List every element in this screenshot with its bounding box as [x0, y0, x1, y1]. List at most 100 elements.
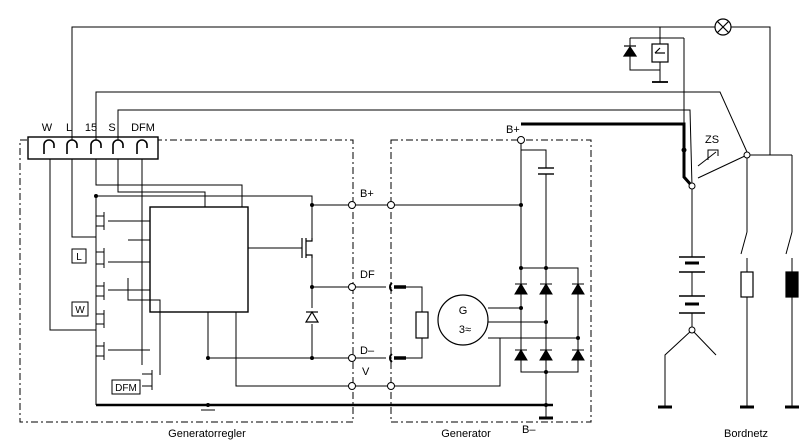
- load-heavy-resistor-icon: [785, 271, 799, 298]
- box-DFM-label: DFM: [115, 383, 137, 394]
- capacitor-icon: [538, 167, 554, 175]
- junction-dot: [310, 356, 314, 360]
- box-L: [71, 248, 87, 264]
- junction-dot: [544, 370, 548, 374]
- brush-df-icon: [389, 282, 393, 292]
- pin-15-icon: [90, 139, 102, 154]
- junction-dot: [310, 203, 314, 207]
- box-L-label: L: [76, 252, 82, 263]
- connector-housing: [27, 136, 159, 160]
- junction-dot: [519, 306, 523, 310]
- terminal-dminus-reg: [348, 354, 356, 362]
- junction-dot: [688, 326, 696, 334]
- field-winding-icon: [415, 311, 429, 339]
- ic-out-line: [127, 278, 150, 301]
- pin-W-icon: [43, 139, 55, 154]
- rectifier-diodes-icon: [514, 283, 585, 361]
- wire-S: [117, 109, 693, 187]
- wire-relay-bottom: [629, 62, 660, 71]
- box-W: [71, 301, 89, 317]
- terminal-b-plus-gen: [387, 201, 395, 209]
- regulator-junctions: [94, 194, 314, 407]
- label-b-plus-gen: B+: [506, 124, 520, 136]
- wire-lamp-right: [728, 26, 771, 155]
- v-line: [235, 312, 501, 387]
- generator-boundary: [390, 139, 592, 423]
- generator-g-label: G: [459, 305, 468, 317]
- zs-switch-cap: [707, 149, 719, 160]
- junction-dot: [681, 147, 687, 153]
- boundary-terminals: [348, 201, 395, 390]
- junction-dot: [206, 356, 210, 360]
- pin-label-DFM: DFM: [131, 122, 155, 134]
- pin-label-L: L: [66, 122, 72, 134]
- brush-dminus-icon: [389, 353, 393, 363]
- terminal-v-gen: [387, 382, 395, 390]
- pin-DFM-icon: [136, 139, 148, 154]
- junction-dot: [310, 285, 314, 289]
- brush-contacts: [389, 282, 406, 363]
- wire-L-lamp: [71, 26, 718, 140]
- generator-icon: [437, 294, 489, 346]
- section-boundaries: [19, 139, 592, 423]
- battery-ground-right: [691, 329, 717, 356]
- junction-dot: [688, 182, 696, 190]
- wire-W: [49, 159, 96, 331]
- pin-S-icon: [112, 139, 124, 154]
- regulator-boundary: [19, 139, 354, 423]
- junction-dot: [94, 194, 98, 198]
- junction-dot: [576, 336, 580, 340]
- junction-dot: [519, 203, 523, 207]
- box-W-label: W: [75, 305, 85, 316]
- label-d-minus: D–: [360, 345, 375, 357]
- rectifier-bridge: [520, 267, 579, 373]
- pin-label-15: 15: [85, 122, 97, 134]
- terminal-b-plus-reg: [348, 201, 356, 209]
- b-plus-rail: [96, 195, 521, 206]
- junction-dot: [544, 403, 548, 407]
- wire-field-top: [406, 286, 423, 312]
- terminal-b-plus-generator: [517, 136, 525, 144]
- b-plus-main-line: [521, 122, 694, 187]
- section-label-onboard: Bordnetz: [724, 428, 768, 440]
- pin-L-icon: [66, 139, 78, 154]
- load-1-switch-blade: [740, 231, 748, 255]
- battery-ground-left: [664, 329, 693, 407]
- load-2-switch-blade: [785, 231, 793, 255]
- regulator-ic: [149, 206, 249, 313]
- pin-label-S: S: [108, 122, 115, 134]
- warning-lamp-icon: [714, 18, 732, 36]
- wire-zs-right: [697, 154, 748, 179]
- terminal-v-reg: [348, 382, 356, 390]
- generator-junctions: [519, 203, 580, 407]
- label-df: DF: [360, 269, 375, 281]
- section-label-regulator: Generatorregler: [168, 428, 246, 440]
- power-fet-icon: [301, 238, 313, 258]
- freewheel-diode-icon: [304, 310, 320, 323]
- battery-icon: [679, 256, 705, 314]
- junction-dot: [519, 266, 523, 270]
- generator-phase-label: 3≈: [459, 324, 471, 336]
- wire-15: [95, 91, 748, 153]
- zs-switch-blade: [697, 151, 717, 167]
- terminal-df-reg: [348, 283, 356, 291]
- wire-field-bottom: [406, 338, 423, 359]
- wire-cap-top: [521, 149, 547, 168]
- section-label-generator: Generator: [441, 428, 491, 440]
- transistor-array-icon: [96, 212, 153, 390]
- regulator-internal: [49, 159, 553, 407]
- load-resistor-icon: [740, 271, 754, 298]
- label-b-minus: B–: [522, 424, 536, 436]
- junction-dot: [206, 403, 210, 407]
- relay-icon: [651, 43, 669, 63]
- junction-dot: [544, 266, 548, 270]
- generator-internal: [406, 140, 579, 418]
- ic-dfm-line: [150, 299, 161, 375]
- regulator-label-boxes: [71, 248, 141, 395]
- pin-label-W: W: [42, 122, 53, 134]
- label-v: V: [362, 366, 370, 378]
- relay-diode-icon: [622, 45, 638, 57]
- wire-S-to-ic: [117, 159, 206, 207]
- box-DFM: [111, 379, 141, 395]
